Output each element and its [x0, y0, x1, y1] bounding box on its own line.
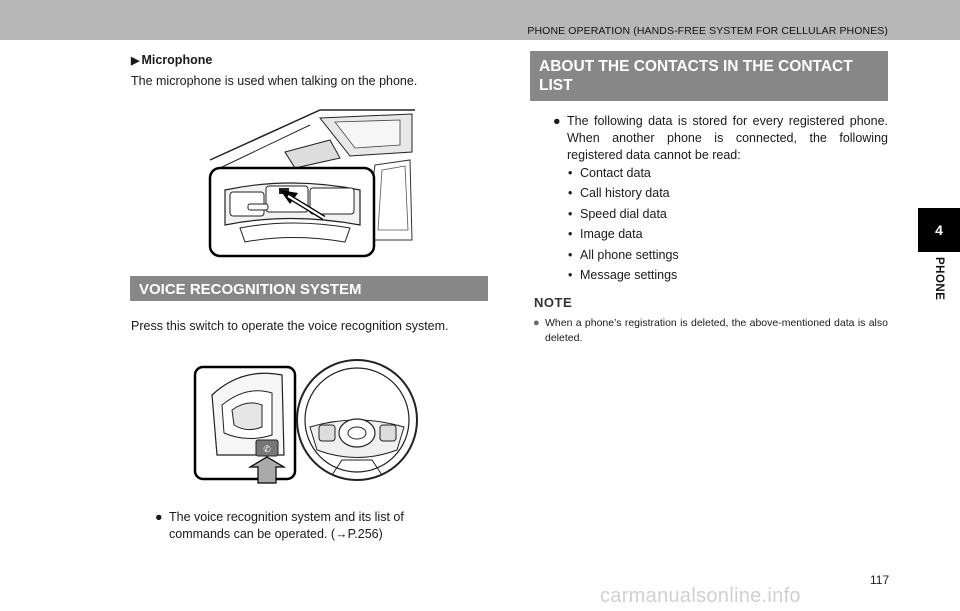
microphone-description: The microphone is used when talking on t…	[131, 74, 418, 88]
voice-bullet-list: ● The voice recognition system and its l…	[155, 509, 489, 543]
bullet-icon: •	[568, 268, 573, 283]
note-text: When a phone’s registration is deleted, …	[545, 317, 888, 344]
contacts-intro-list: ● The following data is stored for every…	[553, 113, 888, 164]
list-item: commands can be operated. (→P.256)	[155, 526, 489, 543]
list-item: ● The voice recognition system and its l…	[155, 509, 489, 526]
list-item: • Speed dial data	[530, 204, 870, 224]
page-number: 117	[870, 573, 890, 587]
contacts-intro-text: The following data is stored for every r…	[567, 114, 888, 162]
header-bar: PHONE OPERATION (HANDS-FREE SYSTEM FOR C…	[0, 0, 960, 40]
list-item: • Call history data	[530, 183, 870, 203]
contacts-banner: ABOUT THE CONTACTS IN THE CONTACT LIST	[530, 51, 888, 101]
list-item: • Image data	[530, 224, 870, 244]
voice-recognition-banner: VOICE RECOGNITION SYSTEM	[130, 276, 488, 301]
note-title: NOTE	[534, 295, 573, 310]
triangle-marker-icon: ▶	[131, 55, 140, 67]
note-body: ● When a phone’s registration is deleted…	[533, 316, 888, 346]
note-bullet-icon: ●	[533, 317, 540, 329]
contacts-banner-line2: LIST	[539, 77, 573, 94]
item-contact-data: Contact data	[580, 166, 651, 180]
item-call-history: Call history data	[580, 186, 670, 201]
microphone-illustration	[208, 109, 415, 258]
header-title: PHONE OPERATION (HANDS-FREE SYSTEM FOR C…	[527, 25, 888, 37]
item-speed-dial: Speed dial data	[580, 206, 667, 221]
watermark: carmanualsonline.info	[600, 585, 801, 607]
chapter-label: PHONE	[933, 257, 945, 301]
bullet-dot-icon: ●	[155, 510, 163, 524]
contacts-data-list: • Contact data • Call history data • Speed …	[530, 163, 870, 285]
microphone-heading-text: Microphone	[141, 53, 213, 67]
microphone-heading: ▶Microphone	[131, 53, 212, 67]
contacts-banner-line1: ABOUT THE CONTACTS IN THE CONTACT	[539, 58, 853, 75]
list-item: ● The following data is stored for every…	[553, 113, 888, 164]
voice-bullet-line1: The voice recognition system and its lis…	[169, 510, 404, 524]
item-phone-settings: All phone settings	[580, 247, 679, 262]
item-message-settings: Message settings	[580, 268, 678, 283]
list-item: • All phone settings	[530, 245, 870, 265]
voice-bullet-line2: commands can be operated. (→P.256)	[169, 527, 383, 541]
bullet-icon: •	[568, 247, 573, 262]
list-item: • Message settings	[530, 265, 870, 285]
bullet-icon: •	[568, 186, 573, 201]
bullet-icon: •	[568, 206, 573, 221]
bullet-dot-icon: ●	[553, 114, 561, 128]
voice-recognition-description: Press this switch to operate the voice r…	[131, 319, 449, 333]
item-image-data: Image data	[580, 227, 643, 242]
bullet-icon: •	[568, 227, 573, 242]
svg-text:✆: ✆	[263, 445, 271, 455]
steering-wheel-illustration: ✆	[193, 359, 418, 484]
chapter-number-tab: 4	[918, 208, 960, 252]
list-item: • Contact data	[530, 163, 870, 183]
bullet-icon: •	[568, 166, 573, 180]
